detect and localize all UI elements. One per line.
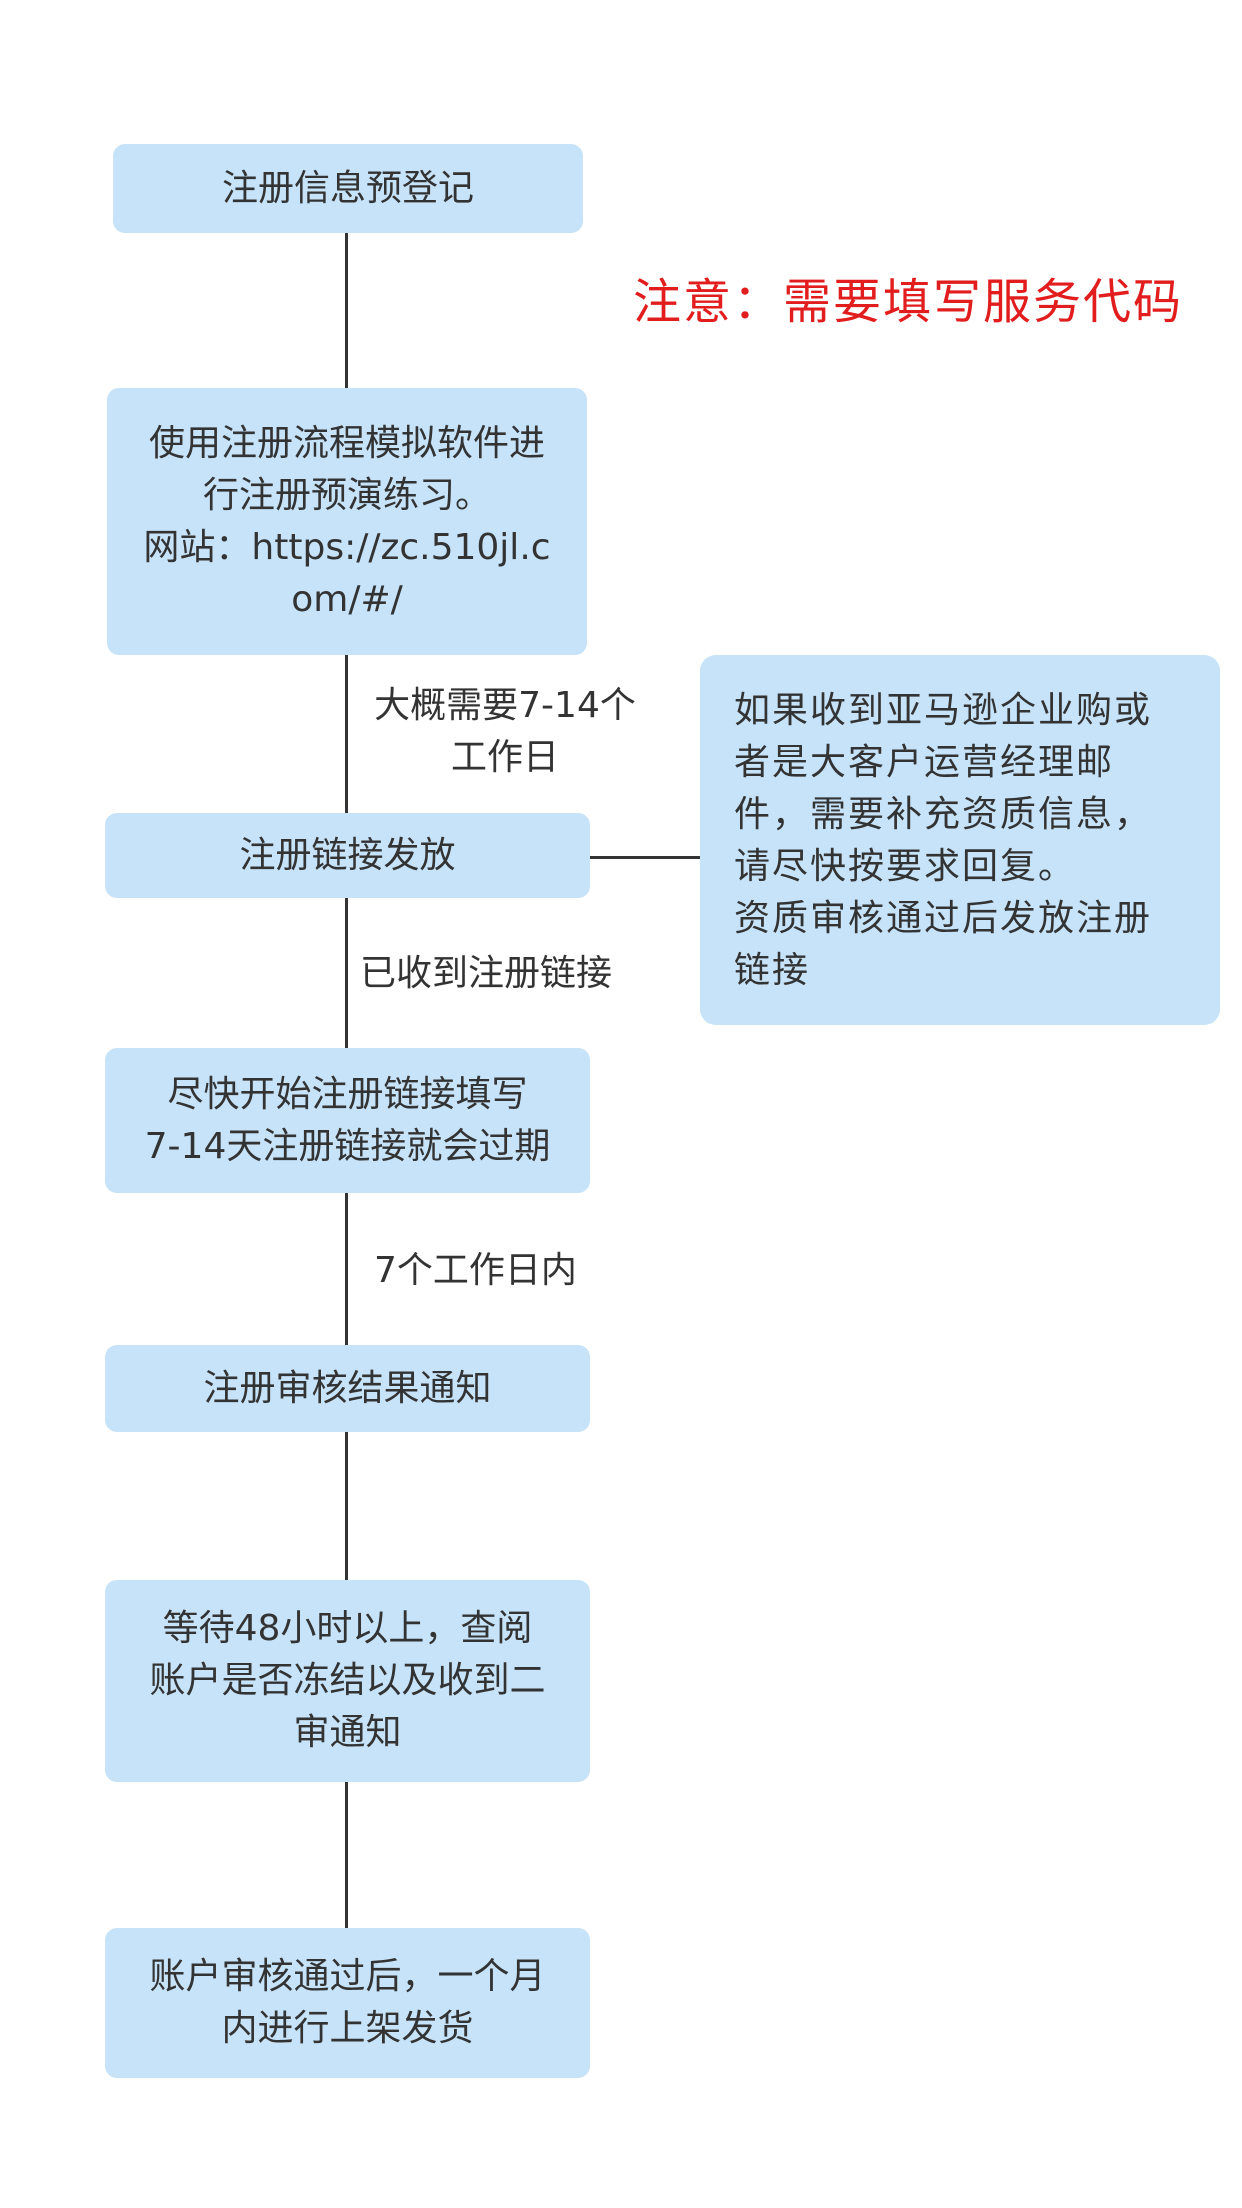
node-review-result: 注册审核结果通知 bbox=[105, 1345, 590, 1432]
node-fill-link-line-1: 尽快开始注册链接填写 bbox=[167, 1073, 528, 1115]
connector-fill-review bbox=[345, 1193, 348, 1345]
node-after-approval-line-2: 内进行上架发货 bbox=[221, 2008, 474, 2049]
node-fill-link-line-2: 7-14天注册链接就会过期 bbox=[144, 1125, 551, 1167]
side-note-line-4: 请尽快按要求回复。 bbox=[734, 846, 1077, 887]
node-link-issued-line-1: 注册链接发放 bbox=[239, 834, 456, 876]
side-note-line-6: 链接 bbox=[734, 950, 811, 991]
node-simulate-line-4: om/#/ bbox=[291, 578, 403, 620]
side-note-line-1: 如果收到亚马逊企业购或 bbox=[734, 690, 1153, 731]
node-wait-48h: 等待48小时以上，查阅 账户是否冻结以及收到二 审通知 bbox=[105, 1580, 590, 1782]
node-fill-link: 尽快开始注册链接填写 7-14天注册链接就会过期 bbox=[105, 1048, 590, 1193]
side-note-line-3: 件，需要补充资质信息， bbox=[734, 794, 1153, 835]
node-simulate-line-3: 网站：https://zc.510jl.c bbox=[143, 526, 551, 568]
edge-label-duration-line-1: 大概需要7-14个 bbox=[374, 685, 636, 726]
node-review-result-line-1: 注册审核结果通知 bbox=[203, 1367, 492, 1409]
connector-simulate-link bbox=[345, 655, 348, 813]
node-wait-line-3: 审通知 bbox=[293, 1712, 402, 1753]
node-simulate-line-1: 使用注册流程模拟软件进 bbox=[148, 422, 545, 464]
connector-review-wait bbox=[345, 1432, 348, 1580]
edge-label-within-line-1: 7个工作日内 bbox=[374, 1250, 577, 1291]
node-link-issued: 注册链接发放 bbox=[105, 813, 590, 898]
connector-wait-after bbox=[345, 1782, 348, 1928]
edge-label-duration: 大概需要7-14个 工作日 bbox=[360, 680, 650, 784]
service-code-note: 注意：需要填写服务代码 bbox=[633, 274, 1184, 330]
node-preregister-line-1: 注册信息预登记 bbox=[221, 167, 474, 209]
side-note-line-2: 者是大客户运营经理邮 bbox=[734, 742, 1115, 783]
node-wait-line-2: 账户是否冻结以及收到二 bbox=[149, 1660, 546, 1701]
edge-label-received: 已收到注册链接 bbox=[360, 948, 660, 1000]
connector-preregister-simulate bbox=[345, 233, 348, 388]
connector-link-fill bbox=[345, 898, 348, 1048]
node-wait-line-1: 等待48小时以上，查阅 bbox=[162, 1608, 533, 1649]
node-after-approval: 账户审核通过后，一个月 内进行上架发货 bbox=[105, 1928, 590, 2078]
edge-label-duration-line-2: 工作日 bbox=[450, 737, 559, 778]
node-simulate-practice: 使用注册流程模拟软件进 行注册预演练习。 网站：https://zc.510jl… bbox=[107, 388, 587, 655]
node-qualification-note: 如果收到亚马逊企业购或 者是大客户运营经理邮 件，需要补充资质信息， 请尽快按要… bbox=[700, 655, 1220, 1025]
node-preregister: 注册信息预登记 bbox=[113, 144, 583, 233]
node-simulate-line-2: 行注册预演练习。 bbox=[202, 474, 491, 516]
edge-label-within: 7个工作日内 bbox=[374, 1245, 634, 1297]
node-after-approval-line-1: 账户审核通过后，一个月 bbox=[149, 1956, 546, 1997]
edge-label-received-line-1: 已收到注册链接 bbox=[360, 953, 613, 994]
side-note-line-5: 资质审核通过后发放注册 bbox=[734, 898, 1153, 939]
connector-link-sidenote bbox=[590, 856, 700, 859]
